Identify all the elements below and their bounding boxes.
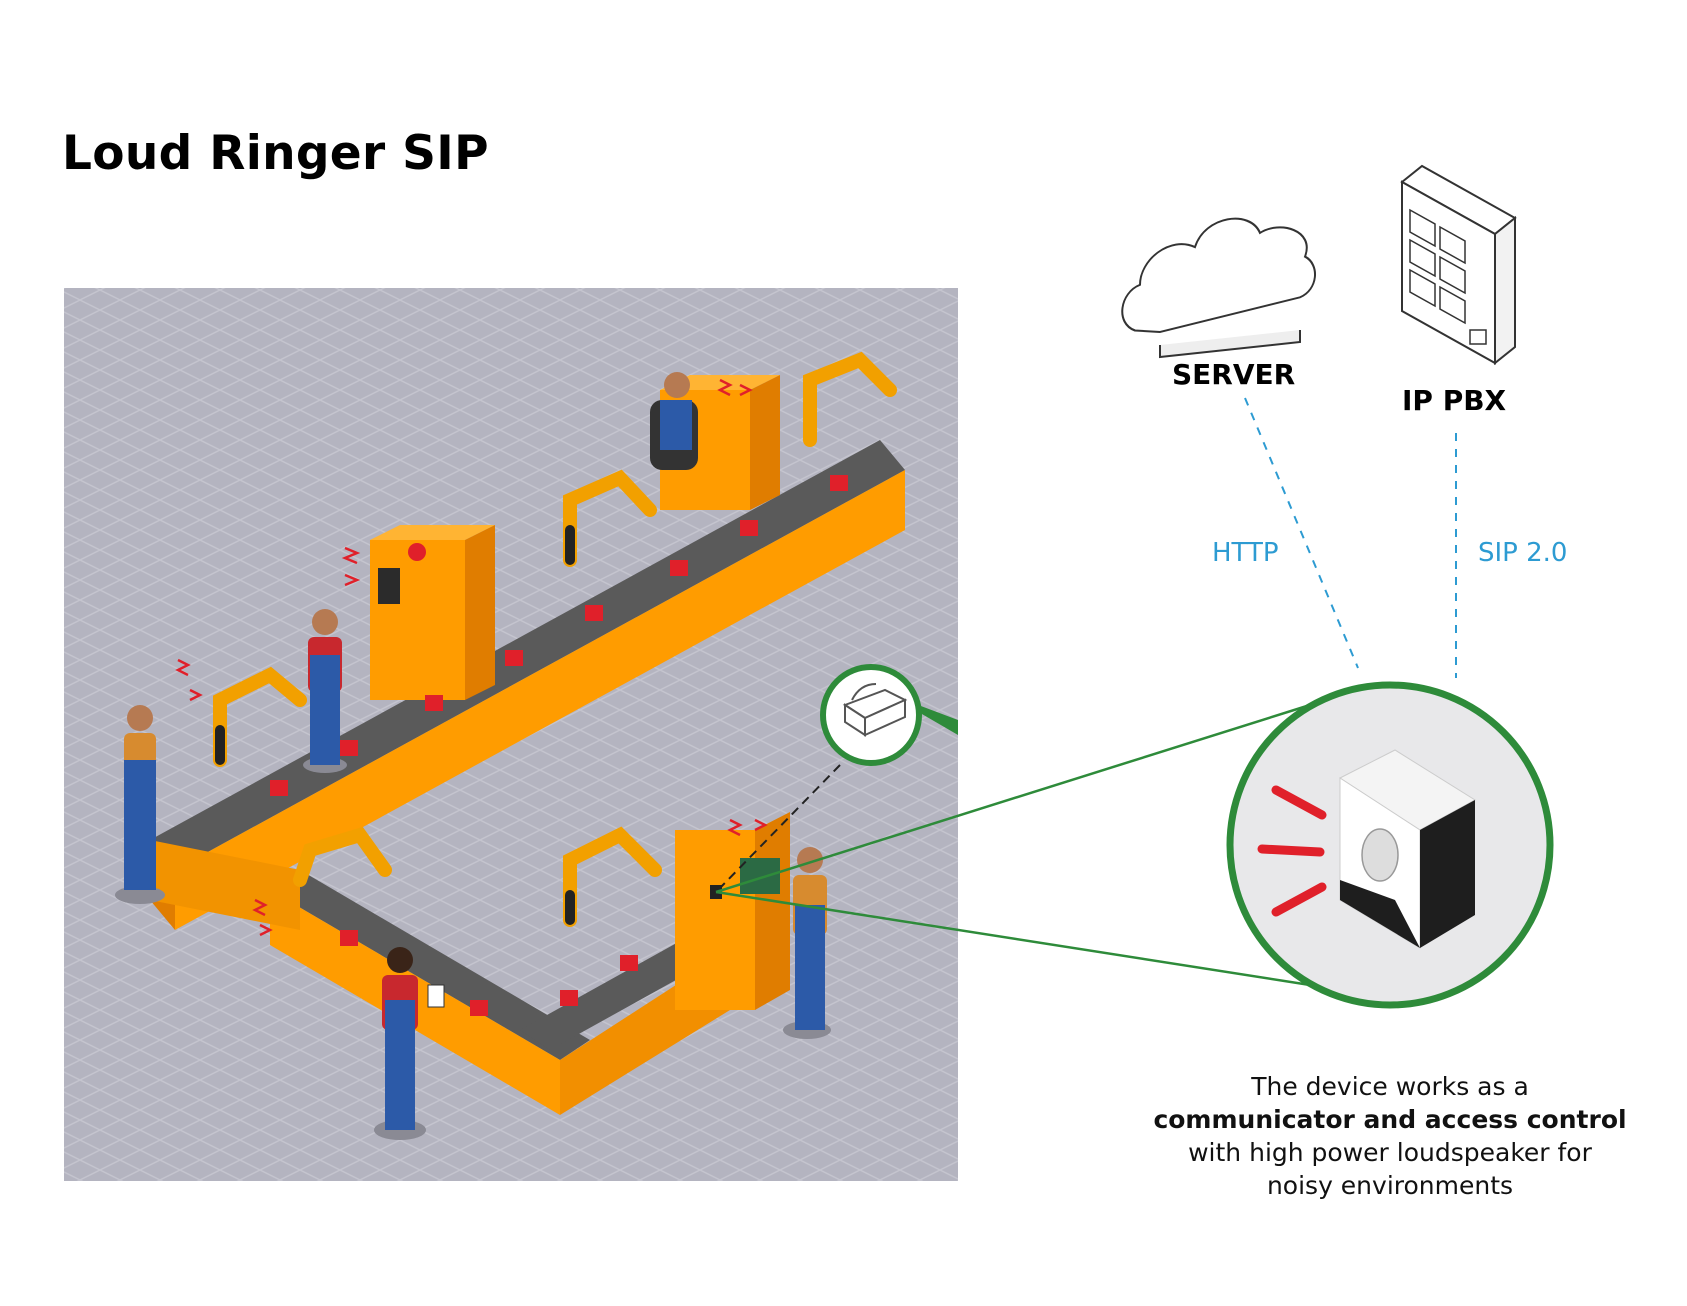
ippbx-label: IP PBX [1402,384,1507,417]
sip-label: SIP 2.0 [1478,538,1568,568]
sound-waves-icon [1257,785,1327,917]
desk-phone-icon [842,683,908,737]
server-label: SERVER [1172,358,1296,391]
device-zoom-circle [1226,681,1554,1009]
zoom-lines [715,703,1311,987]
noise-icons [175,378,768,937]
http-label: HTTP [1212,538,1279,568]
loud-ringer-device-icon [1339,749,1476,949]
phone-callout [719,664,958,889]
worker-4 [783,847,831,1039]
page-title: Loud Ringer SIP [62,126,489,181]
worker-1 [115,705,165,904]
factory-illustration [64,288,958,1181]
machines [213,351,897,1010]
workers [115,372,831,1140]
worker-5 [374,947,445,1140]
description-line-1: The device works as a [1251,1072,1529,1101]
description-line-3: with high power loudspeaker for [1188,1138,1592,1167]
conveyor-boxes [270,475,848,1016]
server-rack-icon [1400,164,1517,366]
protocol-links [1244,397,1457,678]
description-line-4: noisy environments [1266,1171,1514,1200]
http-link [1244,397,1359,669]
description-line-2: communicator and access control [1153,1105,1627,1134]
worker-2 [303,609,347,773]
device-description: The device works as a communicator and a… [1120,1070,1660,1202]
worker-3 [650,372,698,470]
cloud-icon [1121,217,1316,359]
